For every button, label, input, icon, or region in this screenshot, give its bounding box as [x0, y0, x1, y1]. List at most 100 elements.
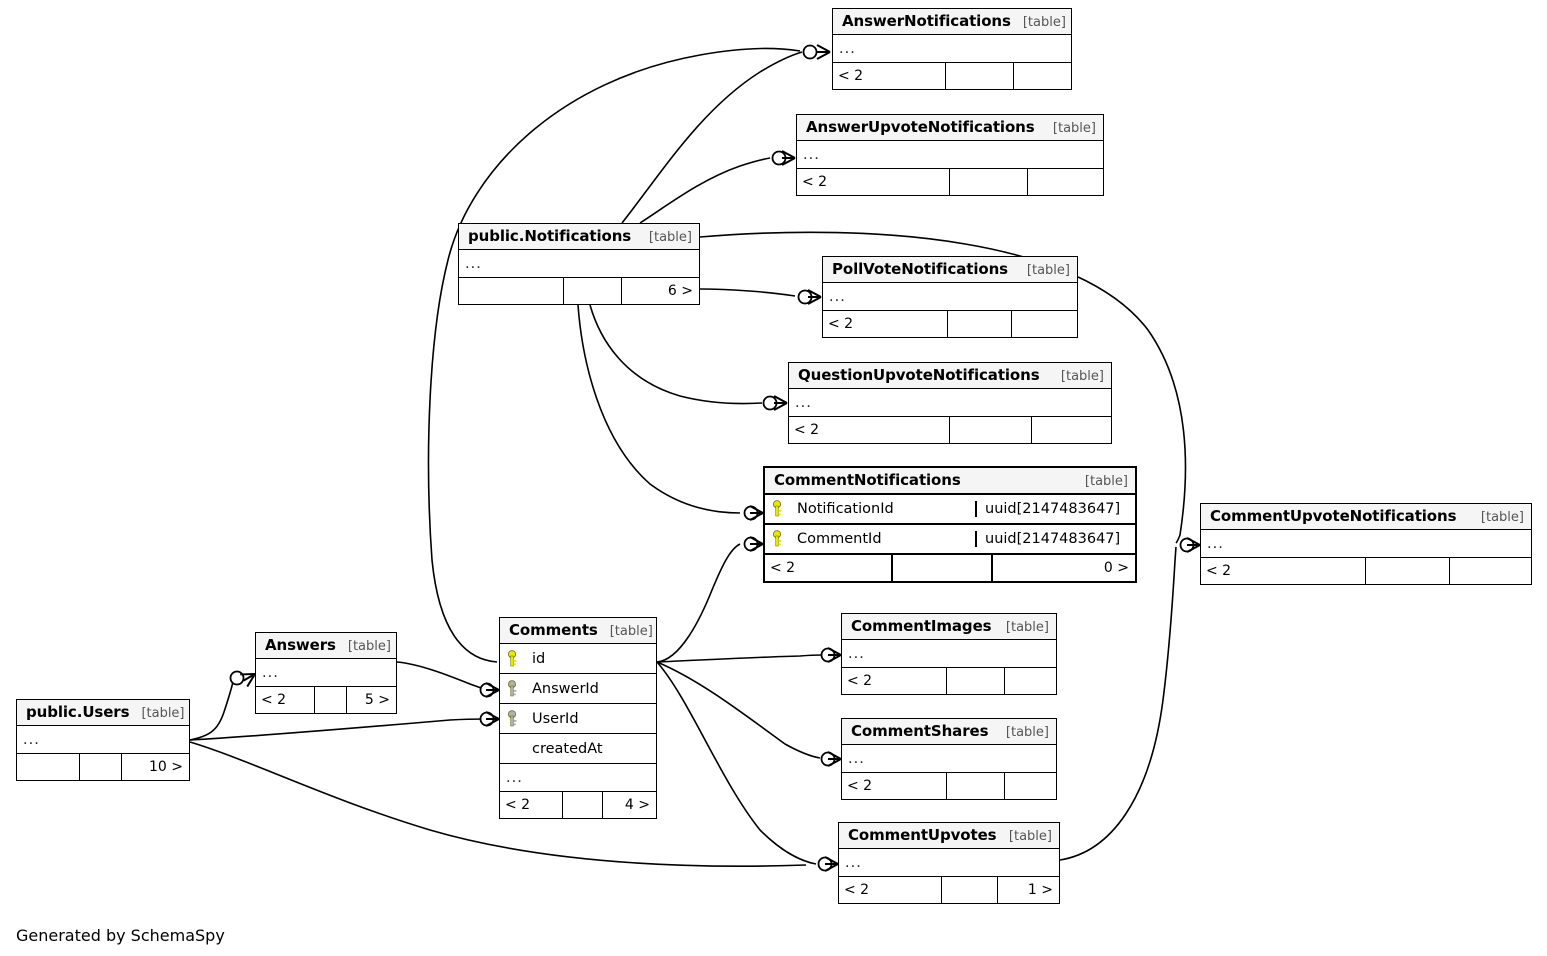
table-row[interactable]: createdAt — [500, 734, 656, 764]
table-type-tag: [table] — [141, 706, 185, 721]
table-name: CommentImages — [851, 617, 992, 635]
table-columns-answer-notifications: ... — [833, 35, 1071, 63]
foreign-key-icon — [500, 709, 524, 728]
footer-outbound-count — [1449, 558, 1531, 584]
primary-key-icon — [765, 500, 789, 518]
table-columns-comment-upvote-notifications: ... — [1201, 530, 1531, 558]
table-header-answers[interactable]: Answers [table] — [256, 633, 396, 659]
footer-inbound-count: < 2 — [261, 692, 287, 708]
more-columns-ellipsis: ... — [465, 255, 482, 272]
table-columns-comment-images: ... — [842, 640, 1056, 668]
table-node-question-upvote-notifications[interactable]: QuestionUpvoteNotifications[table]... < 2 — [788, 362, 1112, 444]
table-node-public-notifications[interactable]: public.Notifications[table]...6 > — [458, 223, 700, 305]
table-node-public-users[interactable]: public.Users [table]...10 > — [16, 699, 190, 781]
table-node-answer-notifications[interactable]: AnswerNotifications[table]...< 2 — [832, 8, 1072, 90]
column-name: id — [532, 650, 546, 667]
footer-inbound-count: < 2 — [802, 174, 828, 190]
more-columns-ellipsis: ... — [848, 645, 865, 662]
footer-middle — [562, 792, 602, 818]
footer-middle — [1365, 558, 1449, 584]
table-name: public.Users — [26, 703, 130, 721]
table-header-question-upvote-notifications[interactable]: QuestionUpvoteNotifications[table] — [789, 363, 1111, 389]
primary-key-icon — [500, 649, 524, 668]
table-footer-question-upvote-notifications: < 2 — [789, 417, 1111, 443]
table-type-tag: [table] — [1008, 829, 1052, 844]
footer-inbound-count: < 2 — [847, 778, 873, 794]
more-columns-ellipsis: ... — [795, 394, 812, 411]
table-header-comment-upvote-notifications[interactable]: CommentUpvoteNotifications [table] — [1201, 504, 1531, 530]
table-header-answer-notifications[interactable]: AnswerNotifications[table] — [833, 9, 1071, 35]
column-type: uuid[2147483647] — [975, 531, 1135, 547]
table-row[interactable]: UserId — [500, 704, 656, 734]
table-row: ... — [789, 389, 1111, 417]
table-node-answer-upvote-notifications[interactable]: AnswerUpvoteNotifications[table]... < 2 — [796, 114, 1104, 196]
table-header-poll-vote-notifications[interactable]: PollVoteNotifications[table] — [823, 257, 1077, 283]
more-columns-ellipsis: ... — [845, 854, 862, 871]
footer-middle — [891, 555, 991, 581]
footer-middle — [79, 754, 121, 780]
footer-outbound-count: 1 > — [997, 877, 1059, 903]
table-columns-comment-shares: ... — [842, 745, 1056, 773]
table-header-comment-notifications[interactable]: CommentNotifications[table] — [765, 468, 1135, 495]
table-header-answer-upvote-notifications[interactable]: AnswerUpvoteNotifications[table] — [797, 115, 1103, 141]
table-row: ... — [459, 250, 699, 278]
table-name: CommentNotifications — [774, 471, 961, 489]
table-footer-comment-upvote-notifications: < 2 — [1201, 558, 1531, 584]
table-header-public-notifications[interactable]: public.Notifications[table] — [459, 224, 699, 250]
footer-inbound-count: < 2 — [770, 560, 796, 576]
table-name: CommentUpvoteNotifications — [1210, 507, 1457, 525]
table-row[interactable]: AnswerId — [500, 674, 656, 704]
table-row: ... — [17, 726, 189, 754]
table-row: ... — [833, 35, 1071, 63]
table-name: AnswerNotifications — [842, 12, 1011, 30]
table-columns-comment-upvotes: ... — [839, 849, 1059, 877]
table-node-comment-shares[interactable]: CommentShares[table]... < 2 — [841, 718, 1057, 800]
footer-middle — [314, 687, 346, 713]
footer-outbound-count: 0 > — [991, 555, 1135, 581]
table-columns-answer-upvote-notifications: ... — [797, 141, 1103, 169]
table-row: ... — [797, 141, 1103, 169]
table-node-comment-upvote-notifications[interactable]: CommentUpvoteNotifications [table]... < 2 — [1200, 503, 1532, 585]
more-columns-ellipsis: ... — [829, 288, 846, 305]
table-header-public-users[interactable]: public.Users [table] — [17, 700, 189, 726]
footer-middle — [946, 773, 1004, 799]
table-footer-poll-vote-notifications: < 2 — [823, 311, 1077, 337]
table-name: CommentUpvotes — [848, 826, 997, 844]
table-node-poll-vote-notifications[interactable]: PollVoteNotifications[table]... < 2 — [822, 256, 1078, 338]
table-footer-answer-notifications: < 2 — [833, 63, 1071, 89]
table-row[interactable]: id — [500, 644, 656, 674]
table-node-comment-notifications[interactable]: CommentNotifications[table]NotificationI… — [763, 466, 1137, 583]
table-row: ... — [500, 764, 656, 792]
table-header-comment-upvotes[interactable]: CommentUpvotes [table] — [839, 823, 1059, 849]
table-header-comments[interactable]: Comments[table] — [500, 618, 656, 644]
table-type-tag: [table] — [1480, 510, 1524, 525]
more-columns-ellipsis: ... — [848, 750, 865, 767]
footer-inbound-count: < 2 — [1206, 563, 1232, 579]
table-header-comment-images[interactable]: CommentImages[table] — [842, 614, 1056, 640]
footer-outbound-count: 10 > — [121, 754, 189, 780]
table-columns-public-notifications: ... — [459, 250, 699, 278]
footer-outbound-count — [1004, 773, 1056, 799]
column-type: uuid[2147483647] — [975, 501, 1135, 517]
table-footer-public-users: 10 > — [17, 754, 189, 780]
more-columns-ellipsis: ... — [262, 664, 279, 681]
table-node-comment-images[interactable]: CommentImages[table]...< 2 — [841, 613, 1057, 695]
footer-inbound-count — [17, 754, 79, 780]
table-footer-comment-shares: < 2 — [842, 773, 1056, 799]
table-row: ... — [1201, 530, 1531, 558]
table-name: QuestionUpvoteNotifications — [798, 366, 1040, 384]
table-name: public.Notifications — [468, 227, 632, 245]
table-type-tag: [table] — [347, 639, 391, 654]
more-columns-ellipsis: ... — [506, 769, 523, 786]
table-header-comment-shares[interactable]: CommentShares[table] — [842, 719, 1056, 745]
table-name: Answers — [265, 636, 336, 654]
footer-middle — [563, 278, 621, 304]
table-name: CommentShares — [851, 722, 989, 740]
